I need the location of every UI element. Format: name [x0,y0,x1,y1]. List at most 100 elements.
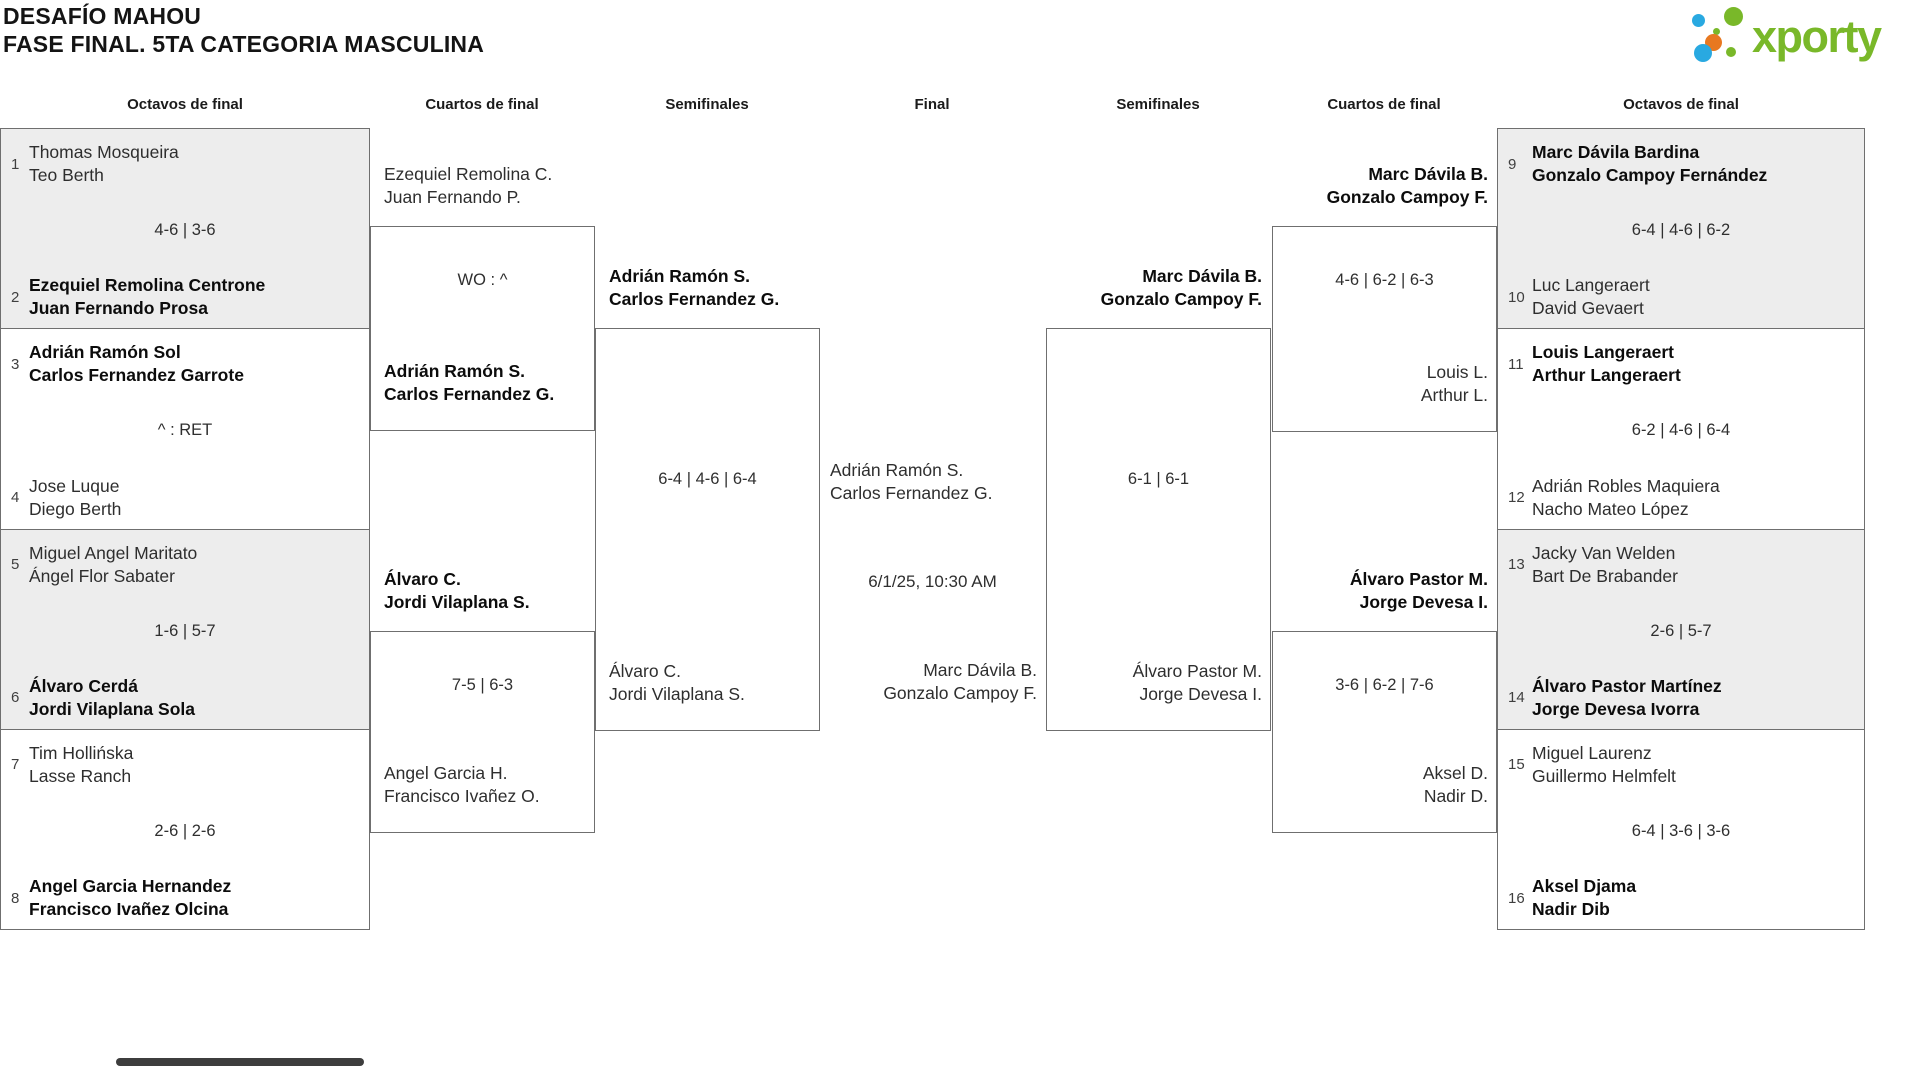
player-name: Lasse Ranch [29,765,132,786]
player-name: Jose Luque [29,475,120,496]
match-cuartos-left-1[interactable]: Ezequiel Remolina C. Juan Fernando P. WO… [370,164,595,431]
seed-number: 14 [1508,689,1525,707]
player-name: Nadir D. [1423,786,1488,806]
team-names: Álvaro Pastor M. Jorge Devesa I. [1350,568,1488,614]
team-names: Ezequiel Remolina C. Juan Fernando P. [384,163,552,209]
seed-number: 5 [11,556,20,573]
team-names: Adrián Ramón Sol Carlos Fernandez Garrot… [29,341,244,387]
team-names: Miguel Laurenz Guillermo Helmfelt [1532,742,1676,788]
match-score: 3-6 | 6-2 | 7-6 [1335,676,1434,694]
team-entry: 7 Tim Hollińska Lasse Ranch [11,742,359,788]
player-name: Marc Dávila B. [1142,266,1262,286]
player-name: Aksel D. [1422,763,1488,783]
match-score: 2-6 | 2-6 [154,821,216,840]
seed-number: 8 [11,889,20,907]
player-name: Álvaro C. [609,661,681,681]
team-names: Louis L. Arthur L. [1421,361,1488,407]
player-name: Nadir Dib [1532,899,1610,919]
match-octavos-7-8[interactable]: 7 Tim Hollińska Lasse Ranch 2-6 | 2-6 8 … [1,728,369,929]
seed-number: 1 [11,155,20,173]
seed-number: 16 [1508,889,1525,907]
team-entry: 15 Miguel Laurenz Guillermo Helmfelt [1508,742,1854,788]
team-names: Marc Dávila Bardina Gonzalo Campoy Ferná… [1532,141,1767,187]
player-name: Jorge Devesa I. [1359,592,1488,612]
team-entry: 13 Jacky Van Welden Bart De Brabander [1508,542,1854,588]
player-name: Luc Langeraert [1532,275,1650,296]
player-name: Álvaro Cerdá [29,675,138,696]
match-score: 4-6 | 3-6 [154,221,216,240]
player-name: Gonzalo Campoy F. [1326,187,1488,207]
player-name: Álvaro Pastor M. [1349,569,1488,589]
match-octavos-11-12[interactable]: 11 Louis Langeraert Arthur Langeraert 6-… [1498,328,1864,528]
match-semifinal-left[interactable]: Adrián Ramón S. Carlos Fernandez G. 6-4 … [595,266,820,731]
match-octavos-15-16[interactable]: 15 Miguel Laurenz Guillermo Helmfelt 6-4… [1498,728,1864,929]
team-entry: 12 Adrián Robles Maquiera Nacho Mateo Ló… [1508,475,1854,521]
player-name: Carlos Fernandez Garrote [29,365,244,386]
logo-dot-blue-small-icon [1692,14,1705,27]
team-names: Aksel Djama Nadir Dib [1532,875,1636,921]
match-octavos-13-14[interactable]: 13 Jacky Van Welden Bart De Brabander 2-… [1498,528,1864,729]
team-names: Jose Luque Diego Berth [29,475,121,521]
team-names: Ezequiel Remolina Centrone Juan Fernando… [29,274,265,320]
player-name: Jordi Vilaplana S. [609,684,745,704]
match-score: 4-6 | 6-2 | 6-3 [1335,271,1434,289]
match-octavos-9-10[interactable]: 9 Marc Dávila Bardina Gonzalo Campoy Fer… [1498,129,1864,329]
player-name: Álvaro Pastor Martínez [1532,675,1722,696]
match-cuartos-right-2[interactable]: Álvaro Pastor M. Jorge Devesa I. 3-6 | 6… [1272,569,1497,833]
seed-number: 7 [11,756,20,774]
team-entry: 1 Thomas Mosqueira Teo Berth [11,141,359,187]
player-name: Carlos Fernandez G. [384,384,555,404]
column-header-cuartos-right: Cuartos de final [1327,96,1441,113]
player-name: David Gevaert [1532,298,1644,319]
team-names: Jacky Van Welden Bart De Brabander [1532,542,1678,588]
team-names: Adrián Robles Maquiera Nacho Mateo López [1532,475,1720,521]
player-name: Francisco Ivañez Olcina [29,899,229,919]
player-name: Angel Garcia Hernandez [29,876,232,896]
team-names: Álvaro C. Jordi Vilaplana S. [384,568,530,614]
player-name: Adrián Ramón Sol [29,342,181,363]
player-name: Gonzalo Campoy F. [1100,289,1262,309]
match-cuartos-right-1[interactable]: Marc Dávila B. Gonzalo Campoy F. 4-6 | 6… [1272,164,1497,432]
team-names: Álvaro Pastor M. Jorge Devesa I. [1133,660,1262,706]
player-name: Adrián Ramón S. [609,266,750,286]
team-entry: 14 Álvaro Pastor Martínez Jorge Devesa I… [1508,675,1854,721]
player-name: Carlos Fernandez G. [609,289,780,309]
player-name: Nacho Mateo López [1532,498,1689,519]
player-name: Jorge Devesa Ivorra [1532,698,1700,719]
seed-number: 13 [1508,556,1525,573]
xporty-logo[interactable]: xporty [1692,6,1918,70]
player-name: Gonzalo Campoy Fernández [1532,165,1768,185]
match-score: 1-6 | 5-7 [154,621,216,640]
column-header-final: Final [914,96,950,113]
team-names: Louis Langeraert Arthur Langeraert [1532,341,1681,387]
team-names: Álvaro C. Jordi Vilaplana S. [609,660,745,706]
horizontal-scrollbar-thumb[interactable] [116,1058,364,1066]
seed-number: 2 [11,288,20,306]
final-team-bottom: Marc Dávila B. Gonzalo Campoy F. [883,659,1037,705]
page-title: DESAFÍO MAHOU [3,3,202,29]
match-octavos-1-2[interactable]: 1 Thomas Mosqueira Teo Berth 4-6 | 3-6 2… [1,129,369,329]
match-cuartos-left-2[interactable]: Álvaro C. Jordi Vilaplana S. 7-5 | 6-3 A… [370,569,595,833]
player-name: Carlos Fernandez G. [830,483,993,503]
match-score: 6-2 | 4-6 | 6-4 [1631,421,1731,440]
seed-number: 9 [1508,155,1517,173]
player-name: Francisco Ivañez O. [384,786,540,806]
player-name: Angel Garcia H. [384,763,508,783]
player-name: Aksel Djama [1532,876,1637,896]
player-name: Marc Dávila B. [1368,164,1488,184]
match-semifinal-right[interactable]: Marc Dávila B. Gonzalo Campoy F. 6-1 | 6… [1046,266,1271,731]
team-names: Álvaro Cerdá Jordi Vilaplana Sola [29,675,195,721]
match-octavos-5-6[interactable]: 5 Miguel Angel Maritato Ángel Flor Sabat… [1,528,369,729]
player-name: Guillermo Helmfelt [1532,765,1676,786]
match-score: 2-6 | 5-7 [1650,621,1712,640]
octavos-left-bracket: 1 Thomas Mosqueira Teo Berth 4-6 | 3-6 2… [0,128,370,930]
logo-dot-blue-large-icon [1694,44,1712,62]
team-names: Thomas Mosqueira Teo Berth [29,141,179,187]
match-score: WO : ^ [457,271,508,289]
team-entry: 6 Álvaro Cerdá Jordi Vilaplana Sola [11,675,359,721]
title-block: DESAFÍO MAHOU FASE FINAL. 5TA CATEGORIA … [3,2,484,58]
match-score: 6-4 | 4-6 | 6-2 [1631,221,1731,240]
player-name: Louis Langeraert [1532,342,1674,363]
match-octavos-3-4[interactable]: 3 Adrián Ramón Sol Carlos Fernandez Garr… [1,328,369,528]
